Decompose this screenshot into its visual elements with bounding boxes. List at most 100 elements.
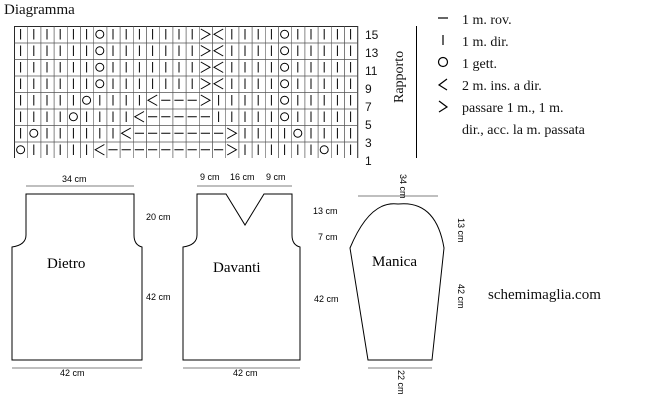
left-decrease-icon bbox=[432, 76, 454, 92]
yarn-over-mark bbox=[280, 46, 290, 56]
right-decrease-mark bbox=[200, 28, 212, 40]
knitting-chart bbox=[14, 26, 359, 158]
davanti-bottom-width: 42 cm bbox=[233, 368, 258, 378]
row-number: 5 bbox=[365, 118, 372, 132]
left-decrease-mark bbox=[212, 61, 224, 73]
manica-label: Manica bbox=[372, 254, 417, 270]
chart-cell bbox=[251, 108, 266, 126]
chart-cell bbox=[291, 141, 306, 158]
chart-cell bbox=[291, 59, 306, 77]
chart-cell bbox=[27, 42, 42, 60]
site-credit: schemimaglia.com bbox=[488, 287, 601, 303]
chart-cell bbox=[185, 59, 200, 77]
yarn-over-mark bbox=[95, 29, 105, 39]
legend: 1 m. rov. 1 m. dir. 1 gett. 2 m. ins. a … bbox=[432, 10, 585, 142]
legend-text: 2 m. ins. a dir. bbox=[462, 79, 542, 94]
yarn-over-mark bbox=[95, 46, 105, 56]
chart-cell bbox=[185, 75, 200, 93]
chart-cell bbox=[27, 108, 42, 126]
dietro-side-length: 42 cm bbox=[146, 292, 171, 302]
row-number-column: 15 13 11 9 7 5 3 1 bbox=[365, 26, 378, 170]
left-decrease-mark bbox=[133, 111, 145, 123]
circle-icon bbox=[432, 54, 454, 70]
right-decrease-mark bbox=[200, 78, 212, 90]
right-decrease-mark bbox=[226, 127, 238, 139]
davanti-neck-depth: 13 cm bbox=[313, 206, 338, 216]
rapporto-label: Rapporto bbox=[392, 50, 407, 103]
davanti-outline bbox=[182, 193, 301, 361]
legend-text: 1 m. dir. bbox=[462, 35, 509, 50]
yarn-over-mark bbox=[68, 112, 78, 122]
legend-text: dir., acc. la m. passata bbox=[462, 123, 585, 138]
chart-cell bbox=[251, 141, 266, 158]
chart-cell bbox=[14, 108, 28, 126]
rapporto-bracket bbox=[416, 26, 417, 158]
yarn-over-mark bbox=[293, 128, 303, 138]
dietro-top-width: 34 cm bbox=[62, 174, 87, 184]
chart-cell bbox=[14, 92, 28, 110]
yarn-over-mark bbox=[29, 128, 39, 138]
chart-cell bbox=[185, 42, 200, 60]
chart-cell bbox=[14, 59, 28, 77]
legend-item: 1 m. rov. bbox=[432, 10, 585, 32]
davanti-top-right: 9 cm bbox=[266, 172, 286, 182]
chart-cell bbox=[291, 108, 306, 126]
row-number: 13 bbox=[365, 46, 379, 60]
legend-text: passare 1 m., 1 m. bbox=[462, 101, 564, 116]
right-decrease-mark bbox=[200, 45, 212, 57]
manica-outline bbox=[349, 203, 445, 361]
yarn-over-mark bbox=[95, 79, 105, 89]
right-decrease-mark bbox=[200, 61, 212, 73]
left-decrease-mark bbox=[146, 94, 158, 106]
legend-item: 1 gett. bbox=[432, 54, 585, 76]
davanti-armhole-depth: 7 cm bbox=[318, 232, 338, 242]
chart-cell bbox=[27, 141, 42, 158]
chart-cell bbox=[344, 141, 358, 158]
yarn-over-mark bbox=[319, 145, 329, 155]
yarn-over-mark bbox=[280, 95, 290, 105]
yarn-over-mark bbox=[16, 145, 26, 155]
chart-cell bbox=[291, 92, 306, 110]
right-decrease-mark bbox=[200, 94, 212, 106]
chart-cell bbox=[251, 42, 266, 60]
chart-cell bbox=[14, 125, 28, 143]
davanti-top-mid: 16 cm bbox=[230, 172, 255, 182]
yarn-over-mark bbox=[280, 112, 290, 122]
bar-icon bbox=[432, 32, 454, 48]
chart-cell bbox=[251, 59, 266, 77]
legend-item: 1 m. dir. bbox=[432, 32, 585, 54]
chart-cell bbox=[14, 26, 28, 44]
left-decrease-mark bbox=[212, 28, 224, 40]
dietro-bottom-width: 42 cm bbox=[60, 368, 85, 378]
chart-cell bbox=[27, 26, 42, 44]
left-decrease-mark bbox=[120, 127, 132, 139]
right-decrease-mark bbox=[226, 144, 238, 156]
right-decrease-icon bbox=[432, 98, 454, 114]
chart-cell bbox=[14, 42, 28, 60]
chart-cell bbox=[291, 75, 306, 93]
garment-schematics: 34 cm 20 cm 42 cm 42 cm Dietro 9 cm 16 c… bbox=[11, 172, 466, 395]
chart-cell bbox=[251, 75, 266, 93]
legend-item: 2 m. ins. a dir. bbox=[432, 76, 585, 98]
row-number: 1 bbox=[365, 154, 372, 168]
davanti-side-length: 42 cm bbox=[314, 294, 339, 304]
legend-text: 1 gett. bbox=[462, 57, 497, 72]
row-number: 3 bbox=[365, 136, 372, 150]
yarn-over-mark bbox=[95, 62, 105, 72]
legend-text: 1 m. rov. bbox=[462, 13, 512, 28]
yarn-over-mark bbox=[280, 29, 290, 39]
manica-cap-height: 13 cm bbox=[456, 218, 466, 243]
chart-cell bbox=[185, 26, 200, 44]
row-number: 7 bbox=[365, 100, 372, 114]
dietro-armhole-depth: 20 cm bbox=[146, 212, 171, 222]
manica-top-width: 34 cm bbox=[398, 174, 408, 199]
yarn-over-mark bbox=[280, 79, 290, 89]
chart-cell bbox=[291, 26, 306, 44]
row-number: 9 bbox=[365, 82, 372, 96]
yarn-over-mark bbox=[280, 62, 290, 72]
left-decrease-mark bbox=[212, 78, 224, 90]
row-number: 15 bbox=[365, 28, 379, 42]
chart-cell bbox=[27, 75, 42, 93]
legend-item: dir., acc. la m. passata bbox=[432, 120, 585, 142]
chart-cell bbox=[251, 125, 266, 143]
